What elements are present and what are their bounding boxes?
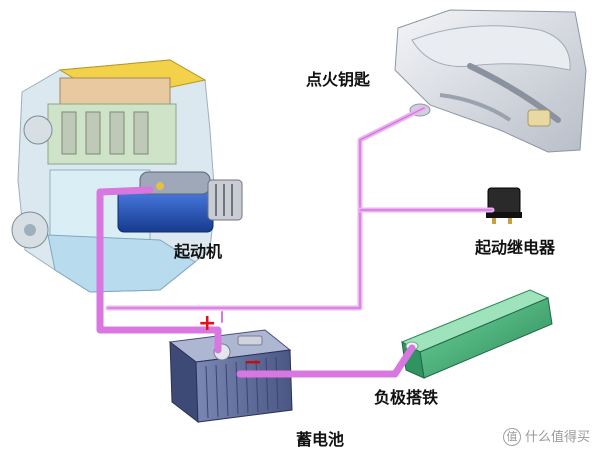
watermark-text: 什么值得买: [524, 429, 590, 445]
cables: [96, 105, 495, 378]
watermark-logo-icon: 值: [502, 428, 521, 446]
negative-ground-label: 负极搭铁: [374, 388, 439, 407]
ground-strip-illustration: [400, 289, 553, 379]
engine-illustration: [11, 59, 216, 293]
battery-illustration: [168, 329, 293, 424]
battery-label: 蓄电池: [296, 430, 345, 449]
starter-motor-label: 起动机: [174, 242, 223, 261]
positive-terminal-symbol: +: [198, 311, 217, 336]
starter-motor-illustration: [117, 171, 243, 233]
watermark: 值什么值得买: [502, 426, 590, 446]
negative-terminal-symbol: −: [244, 350, 263, 375]
ignition-key-label: 点火钥匙: [306, 70, 371, 89]
ignition-key-illustration: [394, 9, 587, 153]
starter-relay-illustration: [486, 187, 522, 224]
starter-relay-label: 起动继电器: [475, 238, 556, 257]
